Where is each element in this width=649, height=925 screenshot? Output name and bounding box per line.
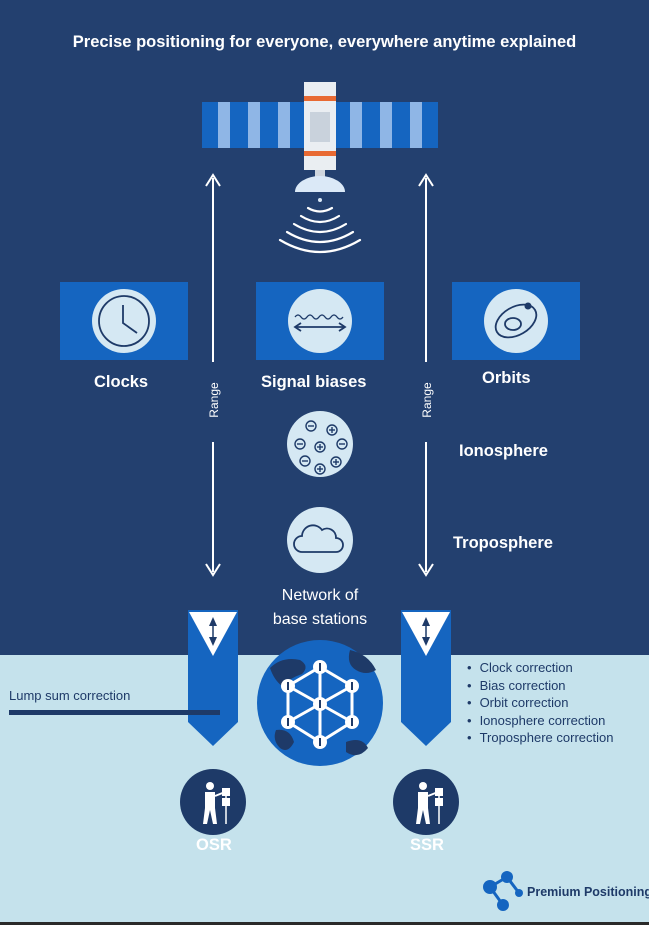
list-item: Bias correction [467,677,613,695]
satellite-icon [202,82,438,202]
range-label-left: Range [207,382,221,418]
network-label: Network of base stations [220,584,420,632]
page-title: Precise positioning for everyone, everyw… [72,33,577,51]
list-item: Ionosphere correction [467,712,613,730]
surveyor-icon-osr [180,769,246,835]
range-arrow-left [205,173,221,577]
range-label-right: Range [420,382,434,418]
list-item: Clock correction [467,659,613,677]
logo-icon [483,871,523,911]
osr-label: OSR [196,836,232,854]
range-arrow-right [418,173,434,577]
clock-box [60,282,188,360]
network-label-line2: base stations [272,611,368,628]
troposphere-label: Troposphere [453,534,553,552]
lump-sum-label: Lump sum correction [9,688,131,703]
ssr-label: SSR [410,836,444,854]
signal-waves-icon [278,206,362,254]
globe-network-icon [257,640,383,766]
ssr-pointer [401,610,451,746]
clock-icon [92,289,156,353]
signal-biases-label: Signal biases [261,373,367,391]
list-item: Orbit correction [467,694,613,712]
logo-text: Premium Positioning [527,885,649,899]
orbits-box [452,282,580,360]
signal-wave-icon [288,289,352,353]
list-item: Troposphere correction [467,729,614,747]
ionosphere-label: Ionosphere [459,442,548,460]
cloud-icon [287,507,353,573]
network-label-line1: Network of [281,587,359,604]
corrections-list: Clock correction Bias correction Orbit c… [467,659,614,747]
clocks-label: Clocks [94,373,149,391]
lump-sum-bar [9,710,220,715]
ion-charges-icon [287,411,353,477]
bottom-edge [0,922,649,925]
orbits-label: Orbits [482,369,531,387]
orbit-icon [484,289,548,353]
surveyor-icon-ssr [393,769,459,835]
signal-biases-box [256,282,384,360]
